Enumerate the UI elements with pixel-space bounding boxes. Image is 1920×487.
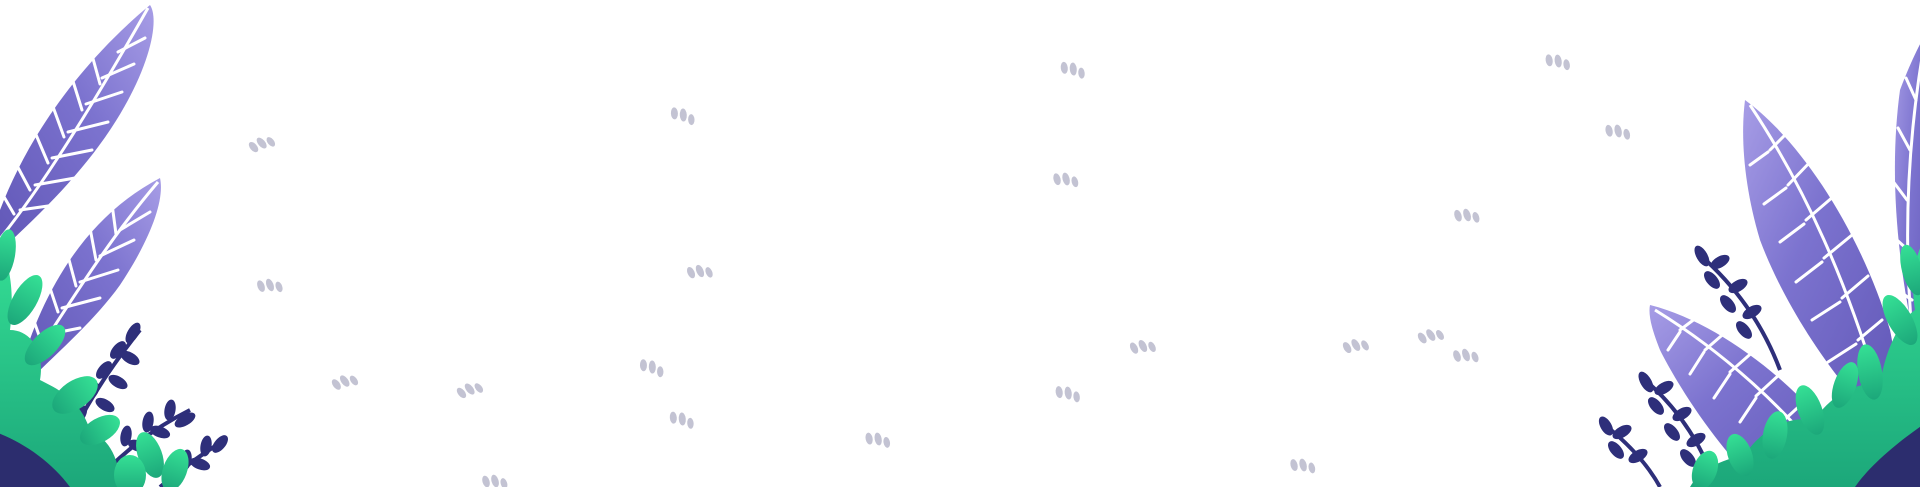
footprint-icon <box>1545 54 1570 71</box>
footprint-icon <box>639 359 664 378</box>
footprint-icon <box>1055 386 1080 403</box>
footprint-icon <box>1605 124 1631 140</box>
footprint-icon <box>1342 339 1369 354</box>
footprint-icon <box>865 432 891 448</box>
left-plant-cluster <box>0 5 228 487</box>
left-large-leaf-icon <box>0 5 154 251</box>
footprint-icon <box>248 137 276 153</box>
footprint-icon <box>1060 61 1085 79</box>
footprint-icon <box>482 474 508 487</box>
right-plant-cluster <box>1598 44 1920 487</box>
footprint-icon <box>669 411 694 429</box>
footprint-icon <box>1417 329 1445 344</box>
footprint-icon <box>1129 340 1156 354</box>
left-green-fern-icon <box>0 229 189 487</box>
footprint-icon <box>1290 458 1316 474</box>
footprint-icon <box>1454 208 1480 223</box>
footprint-icon <box>257 278 283 293</box>
right-green-fern-icon <box>1690 244 1920 487</box>
footprint-icon <box>456 383 484 399</box>
footprint-icon <box>670 107 695 126</box>
footprint-icon <box>1053 172 1079 188</box>
left-ground-shadow <box>0 433 70 487</box>
footprint-icon <box>1453 348 1479 363</box>
right-ground-shadow <box>1855 426 1920 487</box>
footprint-trail <box>248 54 1631 487</box>
footprint-icon <box>331 375 359 390</box>
footprint-icon <box>686 264 713 279</box>
